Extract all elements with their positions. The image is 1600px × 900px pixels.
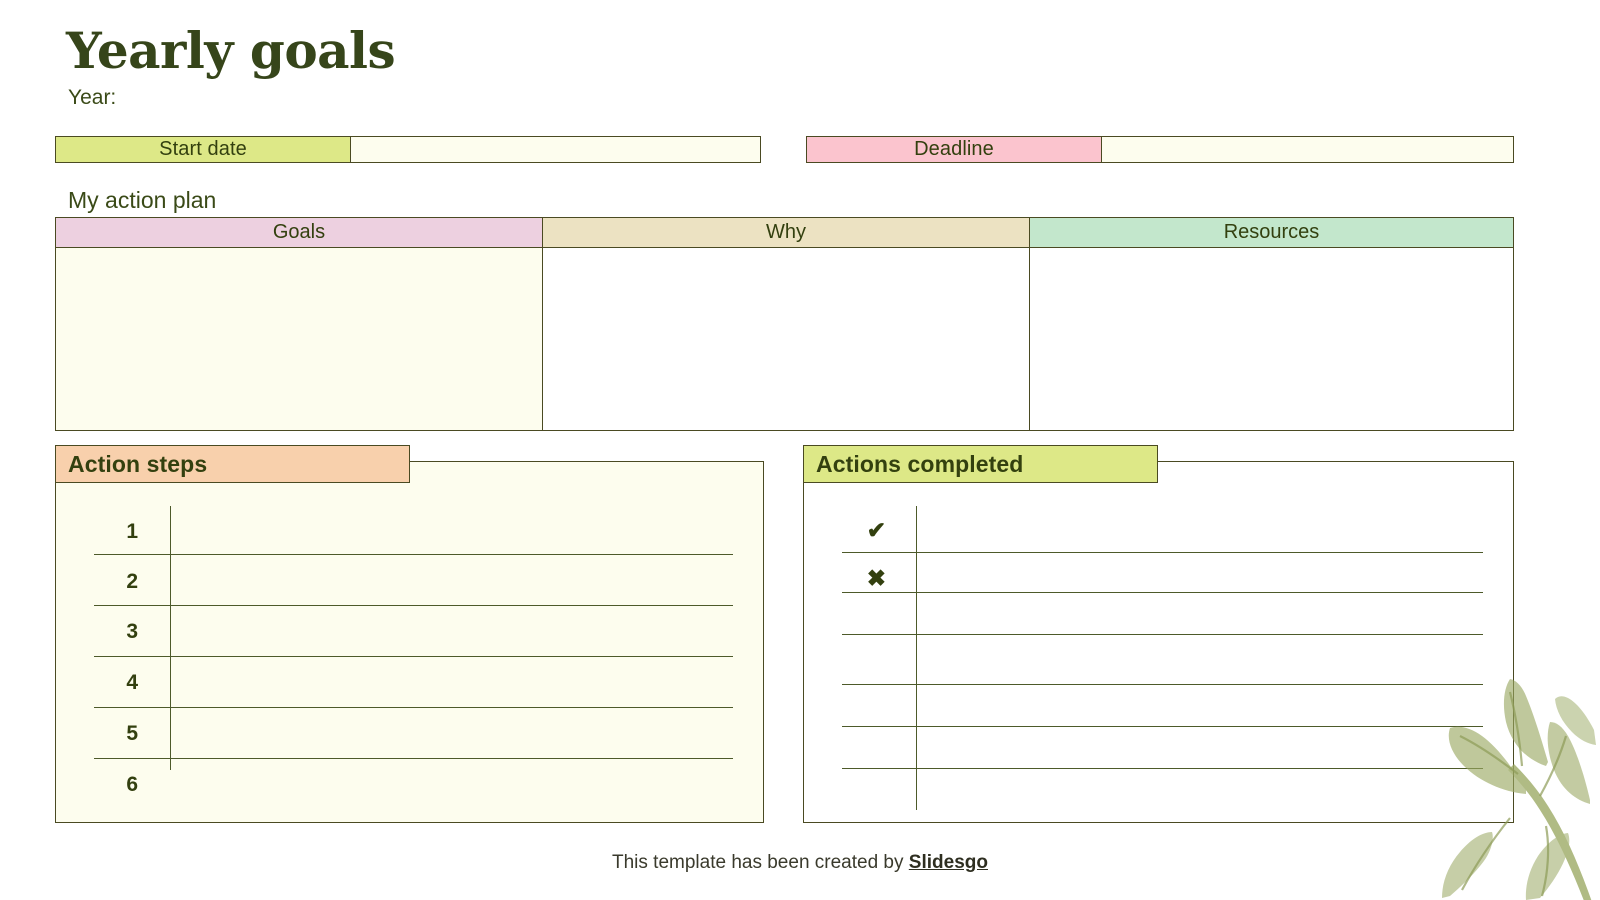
actions-completed-tab: Actions completed xyxy=(803,445,1158,483)
step-number: 3 xyxy=(126,620,138,643)
list-item[interactable] xyxy=(804,730,1513,770)
steps-rule xyxy=(94,707,733,708)
footer-text: This template has been created by xyxy=(612,852,909,873)
list-item[interactable] xyxy=(804,688,1513,728)
list-item[interactable]: 4 xyxy=(56,661,763,705)
completed-rule xyxy=(842,684,1483,685)
steps-rule xyxy=(94,605,733,606)
start-date-row: Start date xyxy=(55,136,761,163)
completed-divider-line xyxy=(916,506,917,810)
action-plan-heading: My action plan xyxy=(68,187,217,213)
column-header-why: Why xyxy=(542,217,1029,248)
cell-goals[interactable] xyxy=(55,248,542,431)
year-label: Year: xyxy=(68,86,117,109)
actions-completed-tab-label: Actions completed xyxy=(816,450,1024,477)
page-title: Yearly goals xyxy=(66,21,396,80)
list-item[interactable]: 5 xyxy=(56,712,763,756)
steps-divider-line xyxy=(170,506,171,770)
action-plan-body-row xyxy=(55,248,1514,431)
step-number: 1 xyxy=(126,520,138,543)
completed-rule xyxy=(842,634,1483,635)
list-item[interactable]: ✔ xyxy=(804,508,1513,552)
footer: This template has been created by Slides… xyxy=(0,852,1600,874)
list-item[interactable]: ✖ xyxy=(804,556,1513,600)
steps-rule xyxy=(94,554,733,555)
deadline-row: Deadline xyxy=(806,136,1514,163)
step-number: 6 xyxy=(126,773,138,796)
action-steps-tab-label: Action steps xyxy=(68,450,208,477)
deadline-label: Deadline xyxy=(806,136,1102,163)
steps-rule xyxy=(94,656,733,657)
step-number: 2 xyxy=(126,570,138,593)
list-item[interactable]: 1 xyxy=(56,510,763,554)
start-date-label: Start date xyxy=(55,136,351,163)
column-header-resources: Resources xyxy=(1029,217,1514,248)
actions-completed-rows: ✔ ✖ xyxy=(804,462,1513,822)
list-item[interactable]: 2 xyxy=(56,560,763,604)
list-item[interactable] xyxy=(804,596,1513,636)
completed-rule xyxy=(842,768,1483,769)
check-icon: ✔ xyxy=(866,516,886,543)
action-steps-rows: 1 2 3 4 5 xyxy=(56,462,763,822)
actions-completed-panel: ✔ ✖ xyxy=(803,461,1514,823)
action-steps-tab: Action steps xyxy=(55,445,410,483)
completed-rule xyxy=(842,726,1483,727)
list-item[interactable] xyxy=(804,638,1513,678)
cell-why[interactable] xyxy=(542,248,1029,431)
action-plan-header-row: Goals Why Resources xyxy=(55,217,1514,248)
list-item[interactable]: 3 xyxy=(56,610,763,654)
list-item[interactable] xyxy=(804,772,1513,812)
cell-resources[interactable] xyxy=(1029,248,1514,431)
deadline-input[interactable] xyxy=(1102,136,1514,163)
action-plan-table: Goals Why Resources xyxy=(55,217,1514,431)
cross-icon: ✖ xyxy=(866,564,886,591)
step-number: 4 xyxy=(126,671,138,694)
completed-rule xyxy=(842,592,1483,593)
action-steps-panel: 1 2 3 4 5 xyxy=(55,461,764,823)
start-date-input[interactable] xyxy=(351,136,761,163)
completed-rule xyxy=(842,552,1483,553)
list-item[interactable]: 6 xyxy=(56,763,763,807)
column-header-goals: Goals xyxy=(55,217,542,248)
slidesgo-link[interactable]: Slidesgo xyxy=(908,852,988,873)
step-number: 5 xyxy=(126,722,138,745)
steps-rule xyxy=(94,758,733,759)
